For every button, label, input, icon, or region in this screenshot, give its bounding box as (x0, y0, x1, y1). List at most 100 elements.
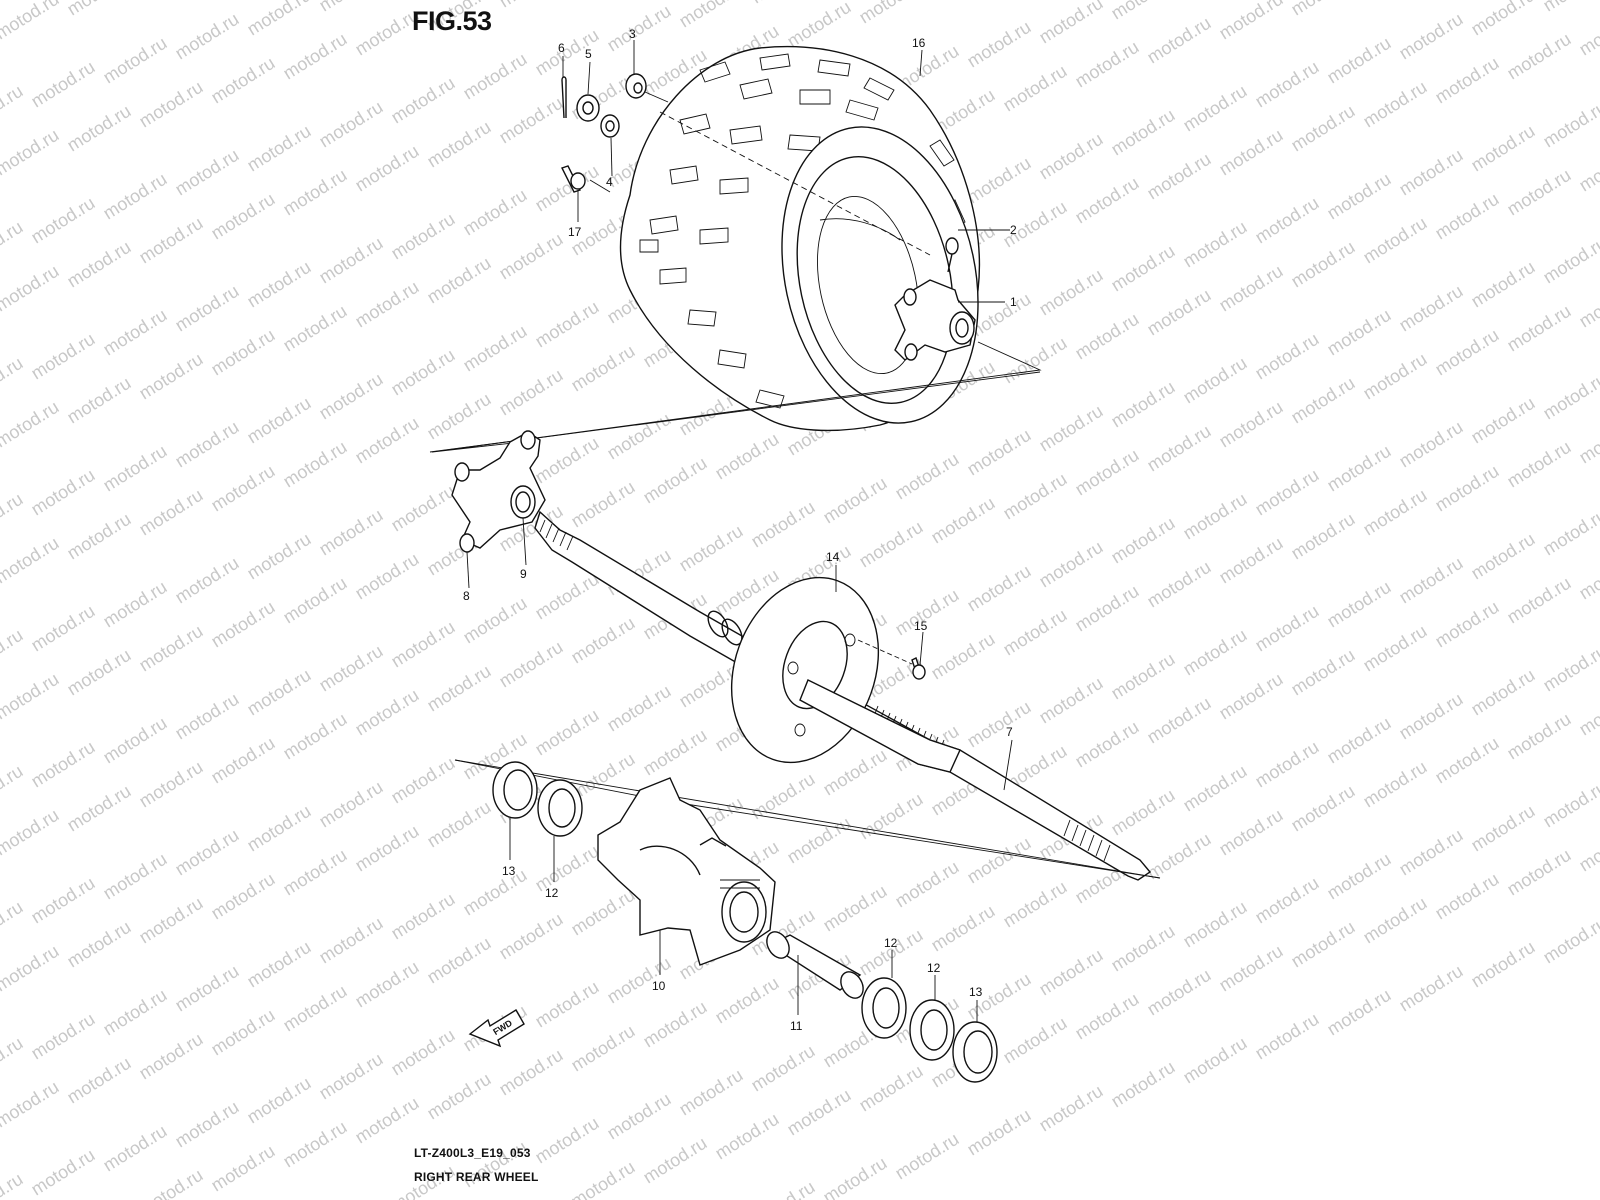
watermark-text: motod.ru (676, 0, 747, 31)
watermark-text: motod.ru (1108, 377, 1179, 432)
watermark-text: motod.ru (748, 1177, 819, 1200)
watermark-text: motod.ru (244, 529, 315, 584)
watermark-text: motod.ru (1504, 437, 1575, 492)
watermark-text: motod.ru (1540, 0, 1600, 15)
watermark-text: motod.ru (532, 297, 603, 352)
watermark-text: motod.ru (0, 261, 62, 316)
watermark-text: motod.ru (748, 1041, 819, 1096)
watermark-text: motod.ru (820, 473, 891, 528)
watermark-text: motod.ru (1108, 0, 1179, 23)
watermark-text: motod.ru (1036, 129, 1107, 184)
watermark-text: motod.ru (532, 569, 603, 624)
watermark-text: motod.ru (784, 1085, 855, 1140)
watermark-text: motod.ru (532, 1113, 603, 1168)
watermark-text: motod.ru (1216, 397, 1287, 452)
watermark-text: motod.ru (460, 593, 531, 648)
watermark-text: motod.ru (1216, 261, 1287, 316)
watermark-text: motod.ru (1108, 1057, 1179, 1112)
watermark-text: motod.ru (1396, 825, 1467, 880)
watermark-text: motod.ru (1396, 553, 1467, 608)
watermark-text: motod.ru (1360, 485, 1431, 540)
watermark-text: motod.ru (640, 453, 711, 508)
watermark-text: motod.ru (1324, 713, 1395, 768)
watermark-text: motod.ru (1288, 781, 1359, 836)
watermark-text: motod.ru (1360, 757, 1431, 812)
watermark-text: motod.ru (712, 973, 783, 1028)
watermark-text: motod.ru (0, 669, 62, 724)
watermark-text: motod.ru (1216, 125, 1287, 180)
watermark-text: motod.ru (136, 77, 207, 132)
spacer-tube (766, 931, 864, 999)
callout-9: 9 (520, 567, 527, 581)
watermark-text: motod.ru (352, 821, 423, 876)
watermark-text: motod.ru (1288, 0, 1359, 19)
watermark-text: motod.ru (1324, 849, 1395, 904)
watermark-text: motod.ru (1396, 961, 1467, 1016)
watermark-text: motod.ru (352, 957, 423, 1012)
watermark-text: motod.ru (820, 1153, 891, 1200)
watermark-text: motod.ru (1072, 581, 1143, 636)
watermark-text: motod.ru (1576, 549, 1600, 604)
watermark-text: motod.ru (856, 0, 927, 27)
watermark-text: motod.ru (0, 897, 26, 952)
watermark-text: motod.ru (1180, 489, 1251, 544)
callout-8: 8 (463, 589, 470, 603)
watermark-text: motod.ru (1072, 173, 1143, 228)
watermark-text: motod.ru (1072, 309, 1143, 364)
watermark-text: motod.ru (1540, 369, 1600, 424)
watermark-text: motod.ru (0, 0, 62, 43)
watermark-text: motod.ru (388, 617, 459, 672)
watermark-text: motod.ru (244, 121, 315, 176)
watermark-text: motod.ru (64, 1053, 135, 1108)
watermark-text: motod.ru (928, 901, 999, 956)
watermark-text: motod.ru (496, 229, 567, 284)
watermark-text: motod.ru (28, 329, 99, 384)
watermark-text: motod.ru (964, 833, 1035, 888)
watermark-text: motod.ru (0, 353, 26, 408)
watermark-text: motod.ru (1180, 217, 1251, 272)
watermark-text: motod.ru (136, 485, 207, 540)
watermark-text: motod.ru (496, 365, 567, 420)
watermark-text: motod.ru (640, 725, 711, 780)
watermark-text: motod.ru (172, 553, 243, 608)
watermark-text: motod.ru (1468, 121, 1539, 176)
watermark-text: motod.ru (316, 0, 387, 15)
callout-3: 3 (629, 27, 636, 41)
watermark-text: motod.ru (1468, 0, 1539, 39)
watermark-text: motod.ru (316, 641, 387, 696)
watermark-text: motod.ru (64, 237, 135, 292)
watermark-text: motod.ru (388, 73, 459, 128)
bearing-left (537, 779, 583, 837)
watermark-text: motod.ru (1036, 401, 1107, 456)
watermark-text: motod.ru (172, 145, 243, 200)
watermark-text: motod.ru (0, 805, 62, 860)
watermark-text: motod.ru (1252, 1009, 1323, 1064)
watermark-text: motod.ru (1432, 325, 1503, 380)
watermark-text: motod.ru (1180, 81, 1251, 136)
watermark-text: motod.ru (424, 253, 495, 308)
watermark-text: motod.ru (892, 449, 963, 504)
watermark-text: motod.ru (1036, 1081, 1107, 1136)
watermark-text: motod.ru (1540, 913, 1600, 968)
watermark-text: motod.ru (964, 17, 1035, 72)
watermark-text: motod.ru (244, 937, 315, 992)
watermark-text: motod.ru (1036, 265, 1107, 320)
watermark-text: motod.ru (1468, 665, 1539, 720)
watermark-text: motod.ru (820, 745, 891, 800)
callout-17: 17 (568, 225, 582, 239)
watermark-text: motod.ru (28, 465, 99, 520)
callout-leaders (466, 40, 1013, 1022)
watermark-text: motod.ru (1252, 873, 1323, 928)
watermark-text: motod.ru (388, 889, 459, 944)
watermark-text: motod.ru (244, 801, 315, 856)
watermark-text: motod.ru (136, 213, 207, 268)
watermark-text: motod.ru (1504, 165, 1575, 220)
watermark-text: motod.ru (0, 217, 26, 272)
watermark-text: motod.ru (1504, 301, 1575, 356)
callout-11: 11 (790, 1019, 803, 1033)
watermark-text: motod.ru (1216, 0, 1287, 43)
watermark-text: motod.ru (100, 577, 171, 632)
watermark-text: motod.ru (0, 761, 26, 816)
watermark-text: motod.ru (964, 561, 1035, 616)
